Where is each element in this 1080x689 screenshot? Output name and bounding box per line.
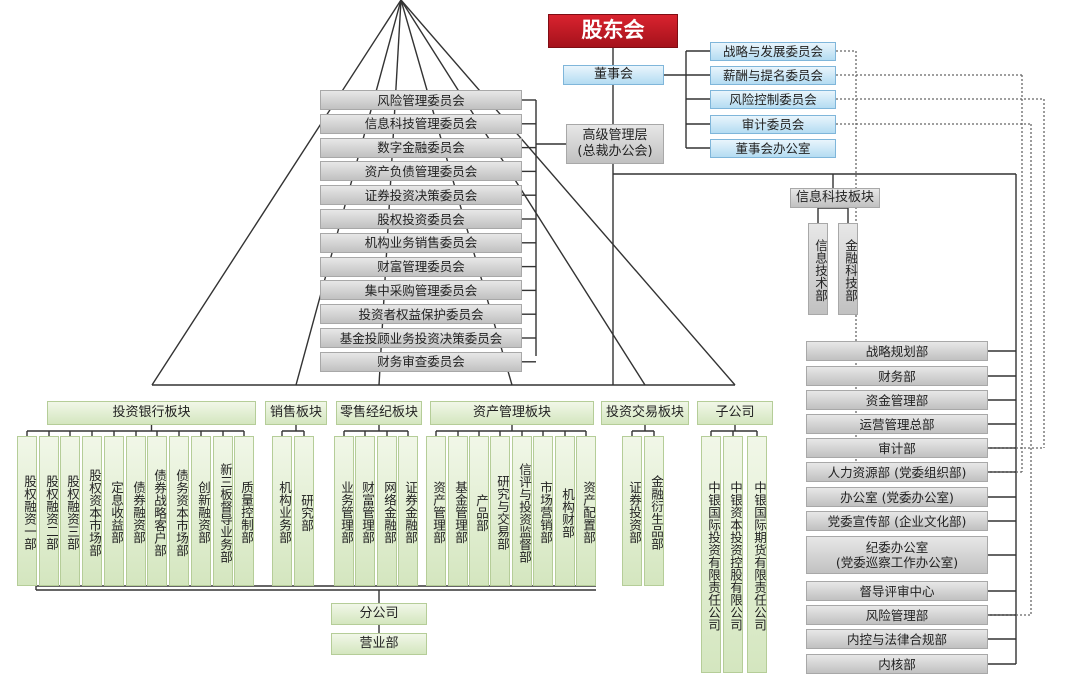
segment-dept-box: 股权资本市场部 xyxy=(82,436,102,586)
board-committee-box: 薪酬与提名委员会 xyxy=(710,66,836,85)
segment-title: 零售经纪板块 xyxy=(336,401,422,425)
segment-dept-box: 债券战略客户部 xyxy=(147,436,167,586)
business-office-box: 营业部 xyxy=(331,633,427,655)
functional-dept-box: 审计部 xyxy=(806,438,988,458)
segment-dept-box: 产品部 xyxy=(469,436,489,586)
segment-dept-box: 业务管理部 xyxy=(334,436,354,586)
segment-dept-box: 股权融资三部 xyxy=(60,436,80,586)
segment-dept-box: 定息收益部 xyxy=(104,436,124,586)
mgmt-committee-box: 投资者权益保护委员会 xyxy=(320,304,522,325)
segment-dept-box: 基金管理部 xyxy=(448,436,468,586)
segment-title: 资产管理板块 xyxy=(430,401,594,425)
it-dept-box: 金融科技部 xyxy=(838,223,858,315)
functional-dept-box: 运营管理总部 xyxy=(806,414,988,434)
functional-dept-box: 内核部 xyxy=(806,654,988,674)
segment-dept-box: 机构财部 xyxy=(555,436,575,586)
board-committee-box: 审计委员会 xyxy=(710,115,836,134)
segment-title: 子公司 xyxy=(697,401,773,425)
mgmt-committee-box: 证券投资决策委员会 xyxy=(320,185,522,206)
segment-title: 投资交易板块 xyxy=(601,401,689,425)
segment-dept-box: 资产管理部 xyxy=(426,436,446,586)
mgmt-committee-box: 基金投顾业务投资决策委员会 xyxy=(320,328,522,348)
functional-dept-box: 财务部 xyxy=(806,366,988,386)
mgmt-committee-box: 信息科技管理委员会 xyxy=(320,113,522,134)
mgmt-committee-box: 资产负债管理委员会 xyxy=(320,161,522,182)
segment-dept-box: 债务资本市场部 xyxy=(169,436,189,586)
management-box: 高级管理层 (总裁办公会) xyxy=(566,124,664,164)
mgmt-committee-box: 财富管理委员会 xyxy=(320,256,522,277)
shareholders-box: 股东会 xyxy=(548,14,678,48)
functional-dept-box: 办公室 (党委办公室) xyxy=(806,487,988,507)
connector xyxy=(151,0,402,386)
segment-dept-box: 资产配置部 xyxy=(576,436,596,586)
mgmt-committee-box: 集中采购管理委员会 xyxy=(320,280,522,301)
segment-dept-box: 股权融资二部 xyxy=(39,436,59,586)
functional-dept-box: 人力资源部 (党委组织部) xyxy=(806,462,988,482)
segment-title: 投资银行板块 xyxy=(47,401,256,425)
board-committee-box: 风险控制委员会 xyxy=(710,90,836,109)
segment-dept-box: 市场营销部 xyxy=(533,436,553,586)
segment-title: 销售板块 xyxy=(265,401,327,425)
segment-dept-box: 财富管理部 xyxy=(355,436,375,586)
mgmt-committee-box: 机构业务销售委员会 xyxy=(320,232,522,253)
segment-dept-box: 信评与投资监督部 xyxy=(512,436,532,586)
segment-dept-box: 金融衍生品部 xyxy=(644,436,664,586)
segment-dept-box: 中银国际期货有限责任公司 xyxy=(747,436,767,673)
segment-dept-box: 债券融资部 xyxy=(126,436,146,586)
connector xyxy=(400,0,646,386)
board-committee-box: 战略与发展委员会 xyxy=(710,42,836,61)
segment-dept-box: 证券金融部 xyxy=(398,436,418,586)
mgmt-committee-box: 风险管理委员会 xyxy=(320,90,522,110)
functional-dept-box: 战略规划部 xyxy=(806,341,988,361)
segment-dept-box: 中银资本投资控股有限公司 xyxy=(723,436,743,673)
segment-dept-box: 研究与交易部 xyxy=(490,436,510,586)
segment-dept-box: 质量控制部 xyxy=(234,436,254,586)
functional-dept-box: 督导评审中心 xyxy=(806,581,988,601)
it-segment-title: 信息科技板块 xyxy=(790,188,880,208)
branch-company-box: 分公司 xyxy=(331,603,427,625)
mgmt-committee-box: 财务审查委员会 xyxy=(320,351,522,372)
board-committee-box: 董事会办公室 xyxy=(710,139,836,158)
mgmt-committee-box: 股权投资委员会 xyxy=(320,209,522,229)
board-box: 董事会 xyxy=(563,65,664,85)
it-dept-box: 信息技术部 xyxy=(808,223,828,315)
segment-dept-box: 研究部 xyxy=(294,436,314,586)
functional-dept-box: 资金管理部 xyxy=(806,390,988,410)
functional-dept-box: 党委宣传部 (企业文化部) xyxy=(806,511,988,531)
functional-dept-box: 内控与法律合规部 xyxy=(806,629,988,649)
functional-dept-box: 纪委办公室 (党委巡察工作办公室) xyxy=(806,536,988,574)
segment-dept-box: 创新融资部 xyxy=(191,436,211,586)
segment-dept-box: 机构业务部 xyxy=(272,436,292,586)
segment-dept-box: 证券投资部 xyxy=(622,436,642,586)
mgmt-committee-box: 数字金融委员会 xyxy=(320,137,522,158)
segment-dept-box: 股权融资一部 xyxy=(17,436,37,586)
connector xyxy=(400,0,736,386)
segment-dept-box: 中银国际投资有限责任公司 xyxy=(701,436,721,673)
segment-dept-box: 新三板督导业务部 xyxy=(213,436,233,586)
segment-dept-box: 网络金融部 xyxy=(377,436,397,586)
functional-dept-box: 风险管理部 xyxy=(806,605,988,625)
